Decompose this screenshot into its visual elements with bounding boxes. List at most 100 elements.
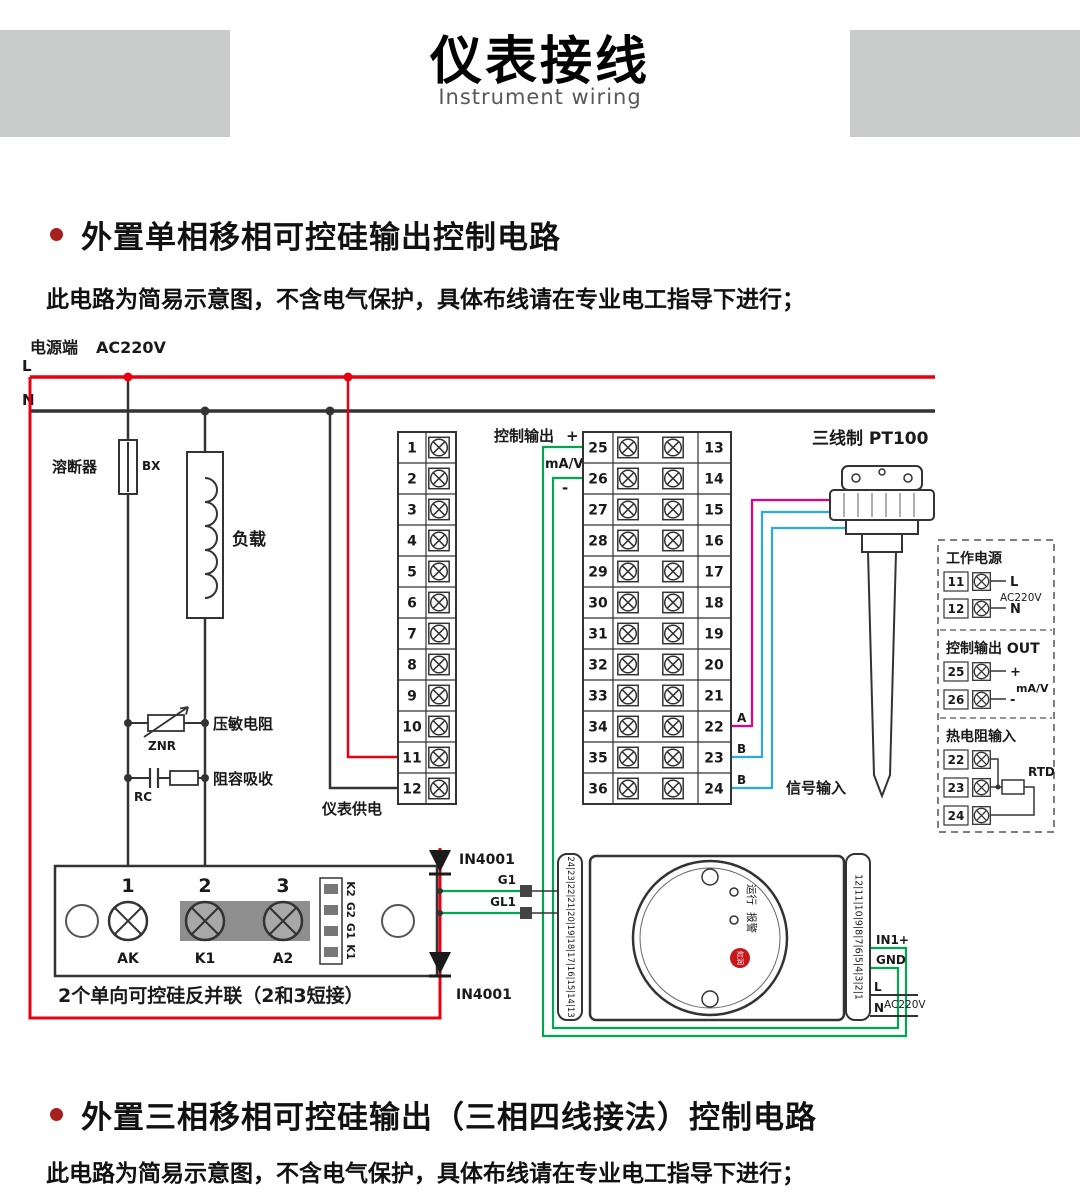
terminal-screw-icon: [662, 560, 684, 583]
gnd-label: GND: [876, 953, 906, 967]
terminal-number-32: 32: [588, 658, 607, 674]
terminal-screw-icon: [428, 622, 450, 645]
terminal-screw-icon: [662, 498, 684, 521]
section1-heading: 外置单相移相可控硅输出控制电路: [50, 212, 561, 257]
panel-minus: -: [1010, 693, 1015, 708]
wiring-diagram: 电源端 AC220V L N 溶断器 BX 负载: [22, 338, 1055, 1038]
gl1-terminal: [520, 907, 532, 919]
work-power-label: 工作电源: [946, 550, 1002, 567]
junction-dots: [123, 372, 353, 782]
terminal-number-29: 29: [588, 565, 607, 581]
terminal-number-3: 3: [407, 503, 417, 519]
terminal-number-12: 12: [402, 782, 421, 798]
trigger-n-label: N: [874, 1001, 884, 1015]
bullet-icon: [50, 228, 63, 241]
varistor-branch: 压敏电阻 ZNR: [128, 706, 273, 753]
pt100-label: 三线制 PT100: [812, 428, 929, 449]
terminal-number-4: 4: [407, 534, 417, 550]
panel-n-label: N: [1010, 602, 1021, 617]
terminal-number-7: 7: [407, 627, 417, 643]
gate-connector: [319, 877, 343, 965]
wire-a-label: A: [737, 711, 747, 725]
terminal-number-13: 13: [704, 441, 723, 457]
terminal-number-17: 17: [704, 565, 723, 581]
panel-terminal-25: 25: [948, 665, 965, 679]
sensor-probe: [866, 551, 898, 799]
panel-rtd-label: RTD: [1028, 765, 1055, 779]
diodes: IN4001 IN4001: [429, 850, 520, 1003]
trigger-left-strip: [557, 853, 583, 1021]
diode2-label: IN4001: [456, 987, 512, 1003]
trigger-l-label: L: [874, 980, 882, 994]
terminal-number-5: 5: [407, 565, 417, 581]
g1-label: G1: [498, 873, 516, 887]
diode1-label: IN4001: [459, 852, 515, 868]
terminal-side-panel: 工作电源 11 L 12 N AC220V 控制输出 OUT 25 + 26 -…: [937, 539, 1055, 833]
trigger-left-strip-numbers: 24|23|22|21|20|19|18|17|16|15|14|13: [565, 856, 575, 1017]
panel-unit: mA/V: [1016, 682, 1049, 695]
section1-heading-text: 外置单相移相可控硅输出控制电路: [81, 220, 561, 256]
terminal-number-20: 20: [704, 658, 724, 674]
terminal-screw-icon: [662, 436, 684, 459]
terminal-screw-icon: [428, 746, 450, 769]
terminal-screw-icon: [662, 715, 684, 738]
terminal-screw-icon: [662, 746, 684, 769]
fuse-branch: 溶断器 BX: [52, 377, 161, 866]
terminal-number-34: 34: [588, 720, 608, 736]
terminal-screw-icon: [662, 777, 684, 800]
screw-hole: [701, 990, 719, 1008]
scr-note: 2个单向可控硅反并联（2和3短接）: [58, 984, 364, 1007]
signal-input-label: 信号输入: [786, 779, 846, 797]
meter-supply-wires: 仪表供电: [321, 377, 398, 818]
panel-terminal-12: 12: [948, 602, 965, 616]
power-voltage-label: AC220V: [96, 338, 167, 357]
mounting-hole: [381, 904, 415, 938]
section2-heading: 外置三相移相可控硅输出（三相四线接法）控制电路: [50, 1092, 817, 1137]
sensor-flange: [845, 519, 919, 535]
power-rails: 电源端 AC220V L N: [22, 338, 935, 413]
terminal-number-21: 21: [704, 689, 723, 705]
brand-label: 虹润: [736, 951, 745, 965]
trigger-voltage-label: AC220V: [884, 999, 926, 1011]
panel-plus: +: [1010, 665, 1021, 680]
load-branch: 负载: [186, 411, 266, 866]
terminal-number-33: 33: [588, 689, 607, 705]
trigger-right-strip: [845, 853, 871, 1021]
scr-pin-k1: K1: [195, 951, 216, 967]
terminal-screw-icon: [617, 529, 639, 552]
panel-voltage-label: AC220V: [1000, 592, 1042, 604]
terminal-number-1: 1: [407, 441, 417, 457]
rtd-input-label: 热电阻输入: [946, 728, 1016, 745]
scr-terminal-3: 3: [276, 875, 289, 897]
varistor-code: ZNR: [148, 739, 176, 753]
terminal-screw-icon: [428, 653, 450, 676]
scr-module: 1 2 3 AK K1 A2 K2 G2 G1 K1 2个单向可控硅反并联（2和…: [53, 864, 439, 1007]
panel-terminal-23: 23: [948, 781, 965, 795]
sensor-head: [829, 489, 935, 521]
page-title: 仪表接线: [429, 32, 650, 92]
terminal-number-28: 28: [588, 534, 607, 550]
rtd-resistor-symbol: [1001, 779, 1025, 795]
wire-b1-label: B: [737, 742, 746, 756]
terminal-screw-icon: [617, 653, 639, 676]
line-l-label: L: [22, 357, 32, 375]
ctrl-out-label: 控制输出 OUT: [946, 640, 1040, 657]
terminal-number-35: 35: [588, 751, 607, 767]
page-subtitle: Instrument wiring: [438, 85, 642, 109]
terminal-screw-icon: [662, 653, 684, 676]
section2-heading-text: 外置三相移相可控硅输出（三相四线接法）控制电路: [81, 1100, 817, 1136]
terminal-screw-icon: [662, 529, 684, 552]
terminal-screw-icon: [972, 750, 991, 769]
bullet-icon: [50, 1108, 63, 1121]
terminal-number-16: 16: [704, 534, 723, 550]
terminal-screw-icon: [428, 436, 450, 459]
terminal-number-11: 11: [402, 751, 421, 767]
g1-terminal: [520, 885, 532, 897]
rc-label: 阻容吸收: [213, 770, 273, 788]
run-label: 运行: [745, 884, 758, 905]
terminal-number-31: 31: [588, 627, 607, 643]
terminal-screw-icon: [428, 529, 450, 552]
panel-terminal-24: 24: [948, 809, 965, 823]
terminal-screw-icon: [428, 498, 450, 521]
